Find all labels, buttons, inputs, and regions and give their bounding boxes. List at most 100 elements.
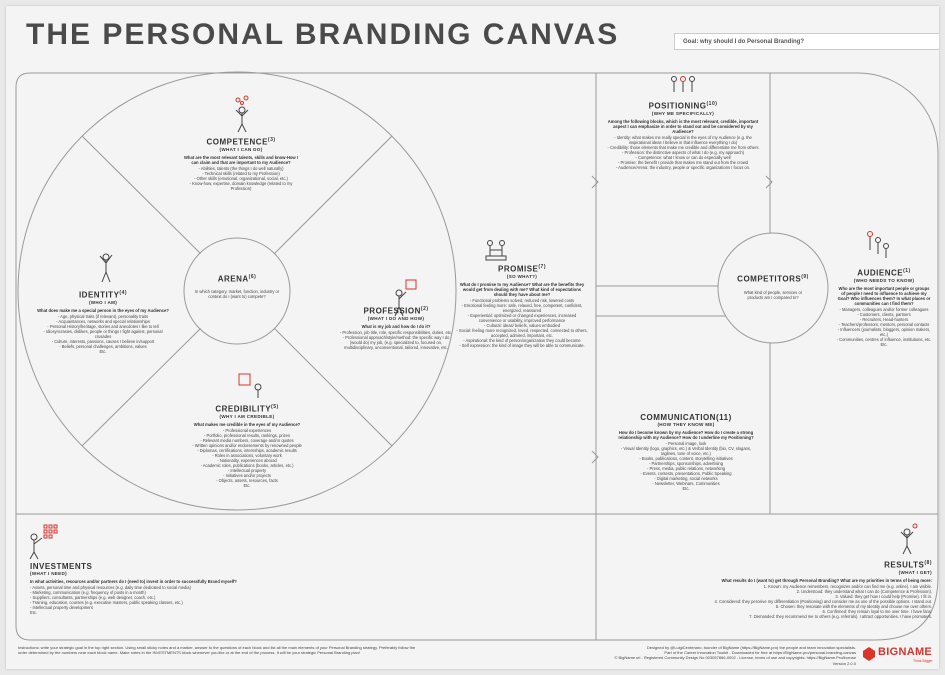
audience-item: - Communities, centres of influence, ins… <box>836 337 932 343</box>
footer-credits-line: Designed by @LuigiCentenaro, founder of … <box>646 645 856 650</box>
credibility-item: - Objects, assets, resources, facts <box>216 477 278 483</box>
identity-item: - Idiosyncrasies, dislikes, people or th… <box>43 328 163 339</box>
results-item: 3. Valued: they get how I could help (Pr… <box>835 593 932 599</box>
positioning-subtitle: (WHY ME SPECIFICALLY) <box>651 110 715 116</box>
investments-block[interactable]: INVESTMENTS (WHAT I NEED) In what activi… <box>30 562 330 615</box>
audience-heading: AUDIENCE(1) <box>836 268 932 278</box>
results-item: 7. Demanded: they recommend me to others… <box>749 613 932 619</box>
page-title: THE PERSONAL BRANDING CANVAS <box>26 18 620 51</box>
results-subtitle: (WHAT I GET) <box>898 569 932 575</box>
audience-subtitle: (WHO NEEDS TO KNOW) <box>853 277 915 283</box>
audience-block[interactable]: AUDIENCE(1) (WHO NEEDS TO KNOW) Who are … <box>836 268 932 347</box>
profession-subtitle: (WHAT I DO AND HOW) <box>367 315 425 321</box>
person-cheering-icon <box>99 253 113 283</box>
competence-item: - Other skills (emotional, organizationa… <box>194 176 288 182</box>
credibility-item: - Professional experiences <box>222 427 272 433</box>
credibility-subtitle: (WHY I AM CREDIBLE) <box>219 413 275 419</box>
credibility-item: - Nationality, experiences abroad <box>217 457 277 463</box>
positioning-number: (10) <box>706 101 718 107</box>
profession-title: PROFESSION <box>363 306 421 316</box>
footer-instructions: Instructions: write your strategic goal … <box>18 645 416 656</box>
communication-item: - Digital marketing, social networks <box>654 476 718 482</box>
promise-item: - Social: feeling more recognized, loved… <box>456 328 588 339</box>
promise-block[interactable]: PROMISE(7) (SO WHAT?) What do I promise … <box>456 264 588 348</box>
communication-item: - Partnerships, sponsorships, advertisin… <box>649 461 723 467</box>
investments-subtitle: (WHAT I NEED) <box>30 571 67 576</box>
profession-item: - Professional approach/style/method: th… <box>342 334 450 350</box>
communication-title: COMMUNICATION(11) <box>640 413 732 422</box>
competitors-number: (9) <box>801 274 809 280</box>
canvas-page: THE PERSONAL BRANDING CANVAS Goal: why s… <box>6 6 939 669</box>
results-question: What results do I (want to) get through … <box>721 577 932 583</box>
identity-title: IDENTITY <box>78 290 120 300</box>
credibility-item: - Initiatives and/or projects <box>223 472 271 478</box>
communication-item: - Visual Identity (logo, graphics, etc.)… <box>620 446 752 457</box>
promise-question: What do I promise to my Audience? What a… <box>459 281 585 298</box>
audience-item: Etc. <box>880 342 888 348</box>
profession-item: - Profession, job title, role, specific … <box>339 329 453 335</box>
promise-title: PROMISE <box>497 264 539 274</box>
juggler-icon <box>235 95 249 133</box>
profession-heading: PROFESSION(2) <box>337 306 455 316</box>
credibility-question: What makes me credible in the eyes of my… <box>193 421 301 427</box>
identity-item: - Beliefs, personal challenges, ambition… <box>59 343 147 349</box>
positioning-block[interactable]: POSITIONING(10) (WHY ME SPECIFICALLY) Am… <box>606 101 760 170</box>
footer-credits-line: Part of the Career Innovation Toolkit - … <box>664 650 856 656</box>
promise-number: (7) <box>538 264 547 270</box>
audience-title: AUDIENCE <box>857 268 904 278</box>
trophy-person-icon <box>900 523 918 555</box>
arena-number: (6) <box>248 274 257 280</box>
positioning-title: POSITIONING <box>648 101 707 111</box>
credibility-item: - Roles in associations, voluntary work <box>212 452 282 458</box>
investor-icon <box>29 524 58 560</box>
certificate-icon <box>238 373 262 398</box>
communication-block[interactable]: COMMUNICATION(11) (HOW THEY KNOW ME) How… <box>616 413 756 491</box>
arena-block[interactable]: ARENA(6) In which category, market, func… <box>194 274 280 299</box>
communication-subtitle: (HOW THEY KNOW ME) <box>657 422 715 427</box>
communication-item: - Press, media, public relations, networ… <box>646 466 726 472</box>
competence-block[interactable]: COMPETENCE(3) (WHAT I CAN DO) What are t… <box>181 137 301 191</box>
credibility-block[interactable]: CREDIBILITY(5) (WHY I AM CREDIBLE) What … <box>174 404 320 488</box>
promise-item: - Functional problems solved, reduced ri… <box>469 298 575 304</box>
identity-subtitle: (WHO I AM) <box>88 299 118 305</box>
investments-item: Etc. <box>30 610 38 616</box>
footer-version: Version 2.0.0 <box>832 660 856 666</box>
promise-subtitle: (SO WHAT?) <box>506 273 538 279</box>
credibility-number: (5) <box>271 404 279 410</box>
results-block[interactable]: RESULTS(8) (WHAT I GET) What results do … <box>632 560 932 619</box>
investments-item: - Marketing, communication (e.g. frequen… <box>30 590 146 596</box>
credibility-item: Etc. <box>243 482 251 488</box>
competitors-question: What kind of people, services or product… <box>743 289 803 300</box>
positioning-item: - Credibility: those elements that make … <box>607 145 759 151</box>
investments-title: INVESTMENTS <box>30 562 93 571</box>
competence-heading: COMPETENCE(3) <box>181 137 301 147</box>
positioning-item: - Competence: what I know or can do espe… <box>635 155 731 161</box>
communication-item: - Events, contests, presentations, Publi… <box>640 471 732 477</box>
audience-item: - Influencers (journalists, bloggers, op… <box>837 327 931 338</box>
communication-item: Etc. <box>682 486 690 492</box>
competitors-title: COMPETITORS <box>737 274 802 284</box>
arena-title: ARENA <box>217 274 249 284</box>
profession-number: (2) <box>420 306 429 312</box>
competitors-block[interactable]: COMPETITORS(9) What kind of people, serv… <box>724 274 822 300</box>
profession-block[interactable]: PROFESSION(2) (WHAT I DO AND HOW) What i… <box>337 306 455 350</box>
credibility-item: - Academic roles, publications (books, a… <box>200 462 294 468</box>
identity-block[interactable]: IDENTITY(4) (WHO I AM) What does make me… <box>36 290 170 354</box>
investments-item: - Assets, personal time and physical res… <box>30 585 191 591</box>
results-item: 1. Known: my Audience remembers, recogni… <box>763 583 932 589</box>
positioning-item: - Promise: the benefit I provide that ma… <box>618 160 748 166</box>
credibility-item: - Relevant media numbers, coverage and/o… <box>200 437 294 443</box>
identity-item: - Age, physical traits (if relevant), pe… <box>57 313 149 319</box>
audience-icon <box>867 231 889 258</box>
bigname-logo-icon <box>863 647 875 661</box>
investments-item: - Suppliers, consultants, partnerships (… <box>30 595 156 601</box>
credibility-item: - Diplomas, certifications, internships,… <box>197 447 297 453</box>
communication-question: How do I become known by my Audience? Ho… <box>618 430 754 441</box>
goal-field[interactable]: Goal: why should I do Personal Branding? <box>674 33 939 50</box>
identity-item: Etc. <box>99 348 107 354</box>
competence-item: - Abilities, talents (the things I do we… <box>198 166 284 172</box>
results-number: (8) <box>924 560 932 566</box>
communication-item: - Newsletter, Webinars, Communities <box>652 481 720 487</box>
competence-subtitle: (WHAT I CAN DO) <box>219 146 263 152</box>
credibility-heading: CREDIBILITY(5) <box>174 404 320 414</box>
